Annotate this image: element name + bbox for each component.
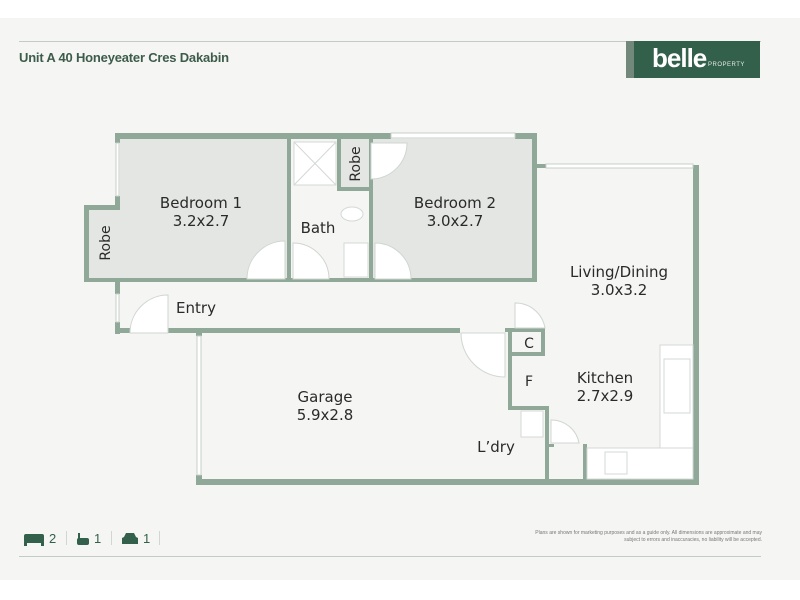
bathtub-icon [77,532,89,545]
bed-icon [24,533,44,546]
property-address: Unit A 40 Honeyeater Cres Dakabin [19,50,229,65]
living-size: 3.0x3.2 [591,281,648,299]
kitchen-sink [663,358,691,414]
bath-count-value: 1 [94,531,102,546]
walls [84,133,699,485]
kitchen-size: 2.7x2.9 [577,387,634,405]
top-divider [19,41,761,42]
robe1-floor [88,210,120,279]
laundry-tub [520,410,544,438]
door-swings [129,142,580,444]
living-label: Living/Dining [570,263,668,281]
bedroom2-label: Bedroom 2 [414,194,496,212]
cooktop [604,451,628,475]
toilet [340,206,364,222]
logo-sub: PROPERTY [708,62,745,68]
laundry-label: L’dry [477,438,515,456]
windows [115,132,694,476]
bedroom2-size: 3.0x2.7 [427,212,484,230]
robe1-label: Robe [98,225,114,260]
bedroom1-size: 3.2x2.7 [173,212,230,230]
bath-count: 1 [76,531,101,546]
feature-divider [111,531,112,545]
robe2-floor [341,139,370,189]
bed-count-value: 2 [49,531,57,546]
fridge-label: F [525,374,533,390]
brand-logo: belle PROPERTY [626,41,760,78]
feature-divider [66,531,67,545]
garage-size: 5.9x2.8 [297,406,354,424]
bed-count: 2 [23,531,56,546]
plan-sheet [0,18,800,580]
bath-vanity [343,242,369,278]
bottom-divider [19,556,761,557]
robe2-label: Robe [348,146,364,181]
kitchen-label: Kitchen [577,369,633,387]
disclaimer: Plans are shown for marketing purposes a… [535,530,762,543]
kitchen-bench-lower [586,447,694,480]
logo-word: belle [652,43,707,73]
feature-divider [159,531,160,545]
entry-label: Entry [176,299,216,317]
fixtures [293,141,694,480]
bath-label: Bath [301,219,336,237]
cupboard-label: C [524,336,534,352]
bedroom1-label: Bedroom 1 [160,194,242,212]
car-count-value: 1 [143,531,151,546]
car-icon [122,532,138,544]
garage-label: Garage [298,388,353,406]
logo-strip [626,41,634,78]
car-count: 1 [121,531,150,546]
